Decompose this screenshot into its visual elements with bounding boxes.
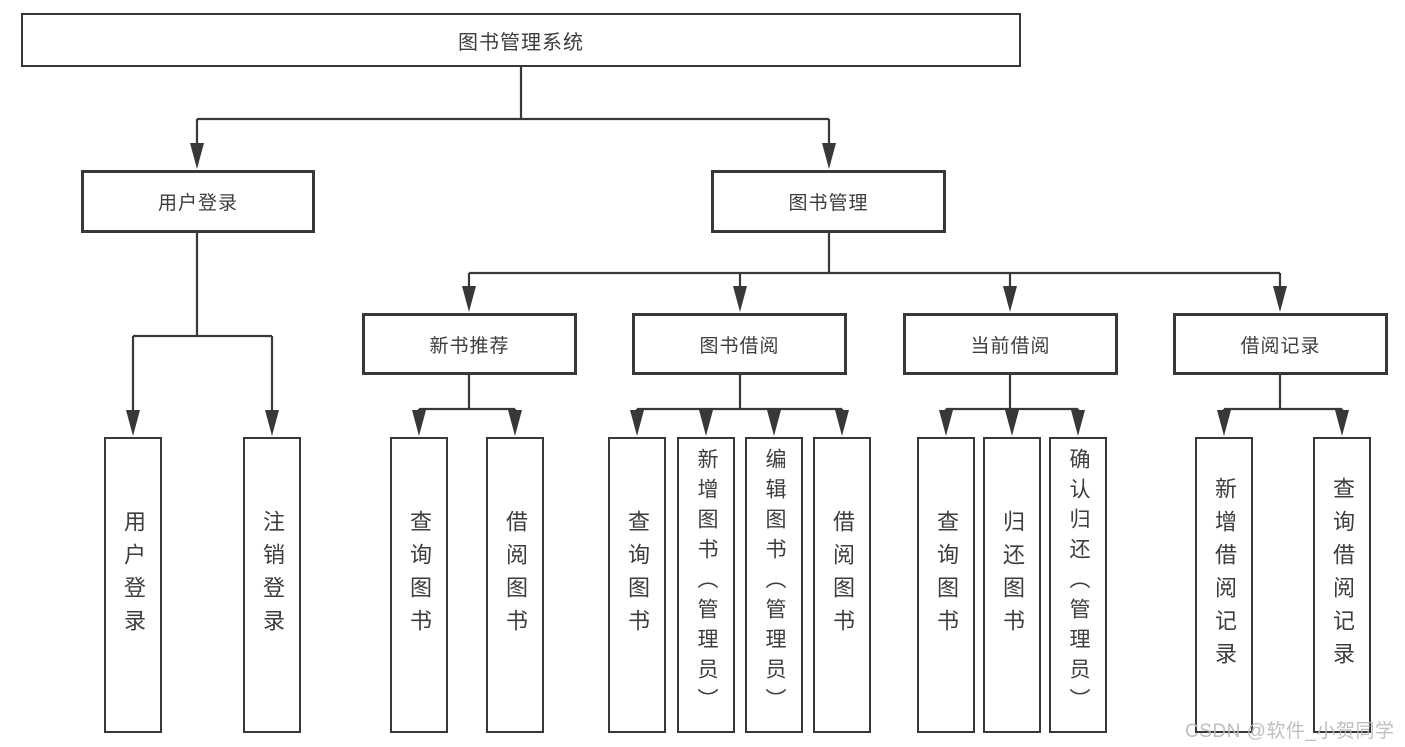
arrowhead bbox=[1217, 410, 1231, 436]
node-label: 新书推荐 bbox=[429, 335, 510, 357]
node-root-system: 图书管理系统 bbox=[21, 13, 1021, 67]
node-label: 用户登录 bbox=[157, 193, 238, 214]
node-label: 新增借阅记录 bbox=[1212, 477, 1237, 675]
connector-newbooks-to-leaves bbox=[417, 375, 517, 412]
leaf-logout: 注销登录 bbox=[243, 437, 301, 733]
node-label: 查询图书 bbox=[934, 510, 959, 642]
arrowhead bbox=[508, 410, 522, 436]
node-label: 用户登录 bbox=[121, 510, 146, 642]
node-user-login: 用户登录 bbox=[81, 170, 315, 233]
node-label: 查询图书 bbox=[407, 510, 432, 642]
leaf-user-login: 用户登录 bbox=[104, 437, 162, 733]
leaf-add-books-admin: 新增图书（管理员） bbox=[677, 437, 735, 733]
arrowhead bbox=[412, 410, 426, 436]
arrowhead bbox=[939, 410, 953, 436]
arrowhead bbox=[699, 410, 713, 436]
node-label: 当前借阅 bbox=[970, 335, 1051, 357]
csdn-watermark: CSDN @软件_小贺同学 bbox=[1185, 721, 1395, 742]
leaf-query-borrow-record: 查询借阅记录 bbox=[1313, 437, 1371, 733]
node-label: 确认归还（管理员） bbox=[1067, 448, 1090, 718]
node-book-borrowing: 图书借阅 bbox=[632, 313, 847, 375]
leaf-query-books-2: 查询图书 bbox=[608, 437, 666, 733]
arrowhead bbox=[1071, 410, 1085, 436]
node-label: 新增图书（管理员） bbox=[695, 448, 718, 718]
leaf-edit-books-admin: 编辑图书（管理员） bbox=[745, 437, 803, 733]
node-borrow-records: 借阅记录 bbox=[1173, 313, 1388, 375]
leaf-return-books: 归还图书 bbox=[983, 437, 1041, 733]
leaf-borrow-books-2: 借阅图书 bbox=[813, 437, 871, 733]
node-label: 注销登录 bbox=[260, 510, 285, 642]
node-label: 借阅记录 bbox=[1240, 335, 1321, 357]
connector-currentborrow-to-leaves bbox=[944, 375, 1080, 412]
arrowhead bbox=[630, 410, 644, 436]
leaf-query-books-3: 查询图书 bbox=[917, 437, 975, 733]
arrowhead bbox=[1335, 410, 1349, 436]
arrowhead bbox=[1273, 286, 1287, 312]
arrowhead bbox=[767, 410, 781, 436]
leaf-confirm-return-admin: 确认归还（管理员） bbox=[1049, 437, 1107, 733]
node-label: 查询借阅记录 bbox=[1330, 477, 1355, 675]
node-label: 图书管理系统 bbox=[458, 31, 584, 54]
arrowhead bbox=[190, 143, 204, 169]
node-label: 查询图书 bbox=[625, 510, 650, 642]
arrowhead bbox=[733, 286, 747, 312]
connector-paths bbox=[131, 67, 1344, 412]
arrowhead bbox=[1005, 410, 1019, 436]
connector-bookborrow-to-leaves bbox=[635, 375, 844, 412]
node-label: 借阅图书 bbox=[503, 510, 528, 642]
leaf-query-books-1: 查询图书 bbox=[390, 437, 448, 733]
arrowhead bbox=[265, 410, 279, 436]
arrowhead bbox=[822, 143, 836, 169]
arrowhead bbox=[1003, 286, 1017, 312]
node-label: 借阅图书 bbox=[830, 510, 855, 642]
connector-root-to-level2 bbox=[195, 67, 831, 145]
connector-records-to-leaves bbox=[1222, 375, 1344, 412]
node-new-book-recommend: 新书推荐 bbox=[362, 313, 577, 375]
arrowheads bbox=[126, 143, 1349, 436]
node-current-borrowing: 当前借阅 bbox=[903, 313, 1118, 375]
arrowhead bbox=[835, 410, 849, 436]
leaf-borrow-books-1: 借阅图书 bbox=[486, 437, 544, 733]
leaf-add-borrow-record: 新增借阅记录 bbox=[1195, 437, 1253, 733]
connector-bookmgmt-to-level3 bbox=[467, 233, 1282, 288]
arrowhead bbox=[462, 286, 476, 312]
node-label: 图书借阅 bbox=[699, 335, 780, 357]
connector-userlogin-to-leaves bbox=[131, 233, 274, 412]
node-book-management: 图书管理 bbox=[711, 170, 946, 233]
node-label: 图书管理 bbox=[788, 193, 869, 214]
node-label: 归还图书 bbox=[1000, 510, 1025, 642]
arrowhead bbox=[126, 410, 140, 436]
node-label: 编辑图书（管理员） bbox=[763, 448, 786, 718]
